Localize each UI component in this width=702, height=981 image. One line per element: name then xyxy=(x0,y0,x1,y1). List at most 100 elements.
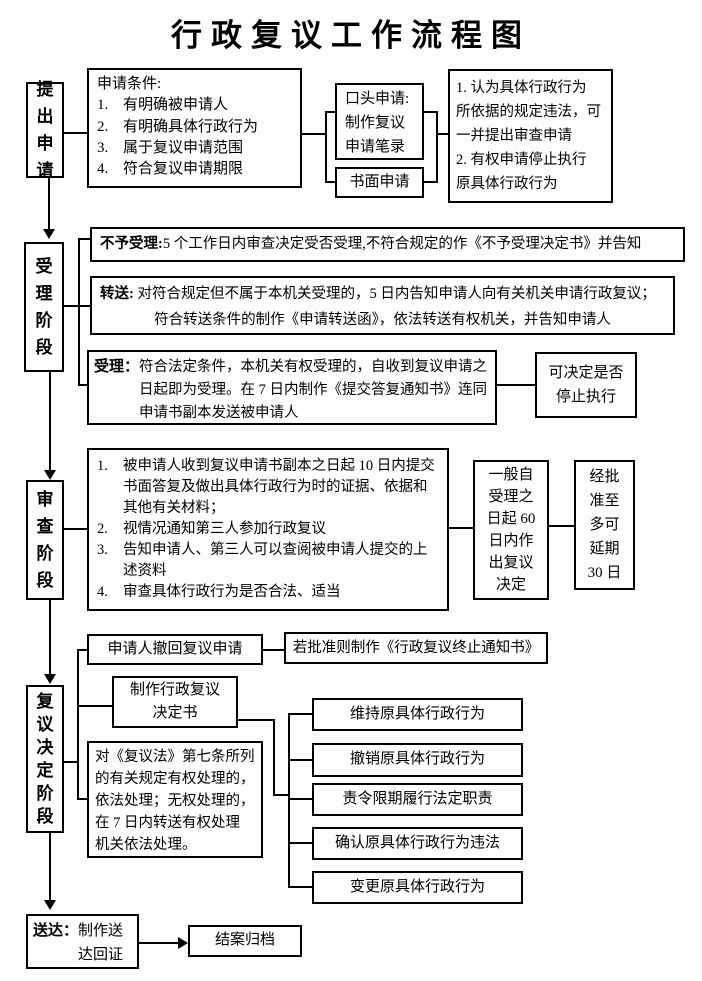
connector-line xyxy=(302,133,325,135)
item-text: 有明确具体行政行为 xyxy=(123,118,259,135)
deadline-box: 一般自 受理之 日起 60 日内作 出复议 决定 xyxy=(473,460,549,600)
outcome-box-order-duty: 责令限期履行法定职责 xyxy=(312,783,523,816)
connector-line xyxy=(288,713,312,715)
connector-line xyxy=(288,886,312,888)
condition-item: 2. 有明确具体行政行为 xyxy=(97,117,292,138)
connector-line xyxy=(449,527,473,529)
flow-arrow-down-icon xyxy=(44,900,56,910)
outcome-box-confirm-illegal: 确认原具体行政行为违法 xyxy=(312,827,523,860)
transfer-text1: 对符合规定但不属于本机关受理的，5 日内告知申请人向有关机关申请行政复议； xyxy=(137,286,656,302)
flow-arrow-down-icon xyxy=(44,674,56,684)
item-text: 视情况通知第三人参加行政复议 xyxy=(123,521,326,537)
flow-arrow-down-icon xyxy=(43,229,55,239)
connector-line xyxy=(288,759,312,761)
connector-line xyxy=(424,111,436,113)
applicant-rights-box: 1. 认为具体行政行为 所依据的规定违法，可 一并提出审查申请 2. 有权申请停… xyxy=(448,69,613,203)
transfer-line1: 转送: 对符合规定但不属于本机关受理的，5 日内告知申请人向有关机关申请行政复议… xyxy=(100,281,665,307)
deliver-box: 送达： 制作送达回证 xyxy=(26,914,139,969)
review-item: 4. 审查具体行政行为是否合法、适当 xyxy=(97,582,439,603)
connector-line xyxy=(273,719,275,796)
deliver-label: 送达： xyxy=(33,923,79,939)
flow-arrow-down-icon xyxy=(44,470,56,480)
connector-line xyxy=(288,713,290,888)
decision-document-box: 制作行政复议 决定书 xyxy=(112,676,238,728)
oral-application-box: 口头申请: 制作复议 申请笔录 xyxy=(335,83,424,160)
connector-line xyxy=(48,178,50,230)
item-number: 3. xyxy=(97,139,109,156)
review-item: 1. 被申请人收到复议申请书副本之日起 10 日内提交书面答复及做出具体行政行为… xyxy=(97,456,439,519)
connector-line xyxy=(139,942,179,944)
review-tasks-box: 1. 被申请人收到复议申请书副本之日起 10 日内提交书面答复及做出具体行政行为… xyxy=(87,448,449,611)
connector-line xyxy=(78,238,90,240)
written-application-box: 书面申请 xyxy=(335,167,424,198)
review-item: 2. 视情况通知第三人参加行政复议 xyxy=(97,519,439,540)
apply-conditions-box: 申请条件: 1. 有明确被申请人 2. 有明确具体行政行为 3. 属于复议申请范… xyxy=(87,68,302,188)
transfer-label: 转送: xyxy=(100,286,134,302)
reject-box: 不予受理:5 个工作日内审查决定受否受理,不符合规定的作《不予受理决定书》并告知 xyxy=(90,227,685,262)
item-text: 符合复议申请期限 xyxy=(123,161,244,178)
item-text: 审查具体行政行为是否合法、适当 xyxy=(123,584,341,600)
connector-line xyxy=(436,111,438,183)
handle-by-law-box: 对《复议法》第七条所列 的有关规定有权处理的， 依法处理；无权处理的， 在 7 … xyxy=(87,741,263,858)
condition-item: 3. 属于复议申请范围 xyxy=(97,138,292,159)
connector-line xyxy=(49,833,51,902)
reject-label: 不予受理: xyxy=(100,236,163,252)
connector-line xyxy=(436,133,448,135)
flow-arrow-right-icon xyxy=(178,937,188,949)
apply-conditions-title: 申请条件: xyxy=(97,76,162,92)
connector-line xyxy=(77,649,79,800)
deliver-text: 制作送达回证 xyxy=(78,923,124,963)
outcome-box-change: 变更原具体行政行为 xyxy=(312,871,523,904)
condition-item: 4. 符合复议申请期限 xyxy=(97,159,292,180)
stage-box-decision: 复 议 决 定 阶 段 xyxy=(26,685,64,833)
stop-execution-box: 可决定是否 停止执行 xyxy=(535,352,637,418)
connector-line xyxy=(288,842,312,844)
item-text: 被申请人收到复议申请书副本之日起 10 日内提交书面答复及做出具体行政行为时的证… xyxy=(123,458,435,516)
connector-line xyxy=(77,649,87,651)
item-text: 告知申请人、第三人可以查阅被申请人提交的上述资料 xyxy=(123,542,428,579)
accept-label: 受理： xyxy=(94,359,140,375)
transfer-line2: 符合转送条件的制作《申请转送函》，依法转送有权机关，并告知申请人 xyxy=(154,312,611,328)
connector-line xyxy=(78,384,87,386)
reject-text: 5 个工作日内审查决定受否受理,不符合规定的作《不予受理决定书》并告知 xyxy=(162,236,642,252)
accept-text: 符合法定条件，本机关有权受理的，自收到复议申请之 日起即为受理。在 7 日内制作… xyxy=(139,359,488,421)
connector-line xyxy=(497,384,535,386)
withdraw-box: 申请人撤回复议申请 xyxy=(87,634,263,665)
page-title: 行政复议工作流程图 xyxy=(171,18,531,53)
connector-line xyxy=(64,528,87,530)
item-number: 4. xyxy=(97,161,109,178)
item-number: 2. xyxy=(97,521,108,537)
outcome-box-revoke: 撤销原具体行政行为 xyxy=(312,743,523,777)
stage-box-acceptance: 受 理 阶 段 xyxy=(24,242,64,372)
item-text: 属于复议申请范围 xyxy=(123,139,244,156)
connector-line xyxy=(424,181,436,183)
accept-box: 受理： 符合法定条件，本机关有权受理的，自收到复议申请之 日起即为受理。在 7 … xyxy=(87,350,497,425)
extension-box: 经批 准至 多可 延期 30 日 xyxy=(574,460,635,590)
connector-line xyxy=(77,705,112,707)
connector-line xyxy=(325,111,327,183)
stage-box-review: 审 查 阶 段 xyxy=(26,480,64,600)
item-number: 1. xyxy=(97,97,109,114)
connector-line xyxy=(64,132,87,134)
stage-box-apply: 提 出 申 请 xyxy=(26,80,64,180)
connector-line xyxy=(273,794,288,796)
item-text: 有明确被申请人 xyxy=(123,97,229,114)
condition-item: 1. 有明确被申请人 xyxy=(97,95,292,116)
archive-box: 结案归档 xyxy=(188,925,302,957)
review-item: 3. 告知申请人、第三人可以查阅被申请人提交的上述资料 xyxy=(97,540,439,582)
outcome-box-maintain: 维持原具体行政行为 xyxy=(312,698,523,731)
item-number: 2. xyxy=(97,118,109,135)
connector-line xyxy=(49,600,51,676)
connector-line xyxy=(325,181,335,183)
connector-line xyxy=(49,372,51,472)
connector-line xyxy=(325,111,335,113)
connector-line xyxy=(263,649,284,651)
item-number: 1. xyxy=(97,458,108,474)
connector-line xyxy=(288,798,312,800)
connector-line xyxy=(78,238,80,386)
transfer-box: 转送: 对符合规定但不属于本机关受理的，5 日内告知申请人向有关机关申请行政复议… xyxy=(90,276,675,335)
connector-line xyxy=(77,798,87,800)
connector-line xyxy=(549,525,574,527)
connector-line xyxy=(64,761,77,763)
